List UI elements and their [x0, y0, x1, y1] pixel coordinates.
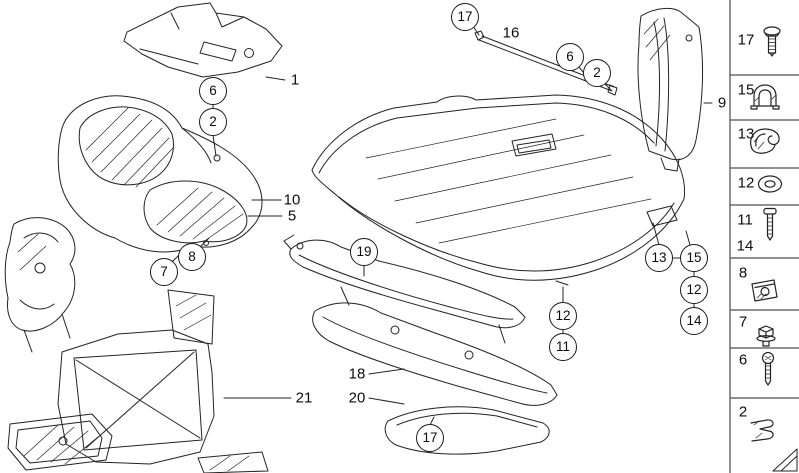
callout-10-label: 10	[283, 191, 301, 209]
callout-6b[interactable]: 6	[556, 43, 584, 71]
part-9-side-panel	[637, 8, 704, 172]
callout-13-label: 13	[651, 250, 667, 266]
legend-item-11[interactable]: 11	[737, 213, 753, 228]
washer-icon	[757, 174, 783, 199]
callout-17-bottom[interactable]: 17	[416, 424, 444, 452]
callout-2b-label: 2	[593, 65, 601, 81]
callout-1[interactable]: 1	[288, 71, 302, 89]
screw-icon	[761, 206, 779, 249]
legend-item-15[interactable]: 15	[738, 83, 755, 98]
part-5-10-air-duct	[57, 95, 263, 253]
callout-12c-label: 12	[555, 308, 571, 324]
callout-6-label: 6	[209, 83, 217, 99]
hex-bolt-icon	[752, 324, 780, 353]
legend-frame	[729, 0, 799, 473]
callout-9-label: 9	[717, 94, 727, 112]
part-18-20-front-ducts	[283, 234, 558, 455]
legend-item-12-label: 12	[737, 174, 755, 192]
callout-6b-label: 6	[566, 49, 574, 65]
legend-item-7[interactable]: 7	[739, 315, 747, 330]
callout-2-label: 2	[209, 114, 217, 130]
legend-item-13[interactable]: 13	[738, 127, 755, 142]
callout-6[interactable]: 6	[199, 77, 227, 105]
legend-item-8-label: 8	[738, 264, 748, 282]
legend-item-17-label: 17	[737, 31, 755, 49]
callout-11-label: 11	[555, 339, 570, 355]
callout-7-label: 7	[160, 264, 168, 280]
legend-item-6[interactable]: 6	[739, 353, 747, 368]
callout-12c[interactable]: 12	[549, 302, 577, 330]
legend-item-15-label: 15	[737, 81, 755, 99]
legend-item-2[interactable]: 2	[739, 405, 747, 420]
callout-13[interactable]: 13	[645, 244, 673, 272]
callout-20[interactable]: 20	[346, 389, 368, 407]
leader-lines	[171, 25, 713, 426]
legend-item-14-label: 14	[736, 237, 754, 255]
callout-16[interactable]: 16	[500, 24, 522, 42]
callout-11[interactable]: 11	[549, 333, 577, 361]
part-21-lower-air-duct	[4, 217, 269, 473]
callout-14[interactable]: 14	[680, 307, 708, 335]
callout-7[interactable]: 7	[150, 258, 178, 286]
callout-19[interactable]: 19	[350, 238, 378, 266]
rivet-icon	[762, 26, 782, 63]
legend-item-8[interactable]: 8	[739, 266, 747, 281]
callout-20-label: 20	[348, 389, 366, 407]
callout-15[interactable]: 15	[680, 244, 708, 272]
callout-8-label: 8	[188, 249, 196, 265]
part-underbody-panel	[311, 94, 686, 286]
part-1-mounting-plate	[123, 2, 283, 78]
callout-9[interactable]: 9	[715, 94, 729, 112]
callout-5[interactable]: 5	[285, 207, 299, 225]
legend-item-14[interactable]: 14	[737, 239, 754, 254]
callout-17-top-label: 17	[457, 9, 473, 25]
body-nut-icon	[749, 276, 779, 311]
legend-item-12[interactable]: 12	[738, 176, 755, 191]
callout-2b[interactable]: 2	[583, 59, 611, 87]
callout-21-label: 21	[295, 389, 313, 407]
callout-2[interactable]: 2	[199, 108, 227, 136]
callout-8[interactable]: 8	[178, 243, 206, 271]
callout-14-label: 14	[686, 313, 702, 329]
spring-clip-icon	[747, 416, 777, 449]
legend-item-7-label: 7	[738, 313, 748, 331]
clip-icon	[748, 126, 782, 161]
legend-item-6-label: 6	[738, 351, 748, 369]
callout-19-label: 19	[356, 244, 372, 260]
legend-item-11-label: 11	[737, 211, 753, 229]
clamp-icon	[749, 82, 781, 117]
callout-17-bottom-label: 17	[422, 430, 438, 446]
callout-18-label: 18	[348, 365, 366, 383]
callout-12r-label: 12	[686, 282, 702, 298]
torx-screw-icon	[759, 351, 777, 393]
legend-item-2-label: 2	[738, 403, 748, 421]
callout-21[interactable]: 21	[293, 389, 315, 407]
callout-16-label: 16	[502, 24, 520, 42]
legend-item-13-label: 13	[737, 125, 755, 143]
legend-item-17[interactable]: 17	[738, 33, 755, 48]
callout-1-label: 1	[290, 71, 300, 89]
callout-12r[interactable]: 12	[680, 276, 708, 304]
callout-5-label: 5	[287, 207, 297, 225]
callout-17-top[interactable]: 17	[451, 3, 479, 31]
callout-15-label: 15	[686, 250, 702, 266]
callout-10[interactable]: 10	[281, 191, 303, 209]
callout-18[interactable]: 18	[346, 365, 368, 383]
